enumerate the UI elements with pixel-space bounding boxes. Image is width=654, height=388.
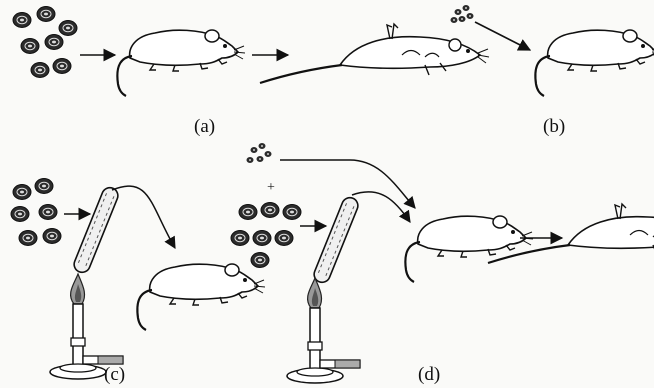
bacteria-cluster-icon — [13, 7, 77, 78]
bunsen-burner-icon — [287, 278, 360, 383]
panel-d — [231, 143, 654, 383]
panel-b — [451, 5, 654, 96]
bacteria-cluster-icon — [247, 143, 272, 163]
mouse-icon — [535, 30, 654, 96]
panel-label-c: (c) — [104, 364, 125, 386]
test-tube-icon — [72, 185, 121, 274]
dead-mouse-icon — [260, 24, 489, 83]
panel-label-a: (a) — [194, 116, 215, 138]
arrow-icon — [112, 186, 175, 248]
panel-label-d: (d) — [418, 364, 440, 386]
mouse-icon — [405, 216, 533, 282]
panel-label-b: (b) — [543, 116, 565, 138]
mouse-icon — [137, 264, 265, 330]
bacteria-cluster-icon — [451, 5, 474, 23]
panel-a — [13, 7, 489, 97]
plus-sign: + — [267, 180, 275, 196]
mouse-icon — [117, 30, 245, 96]
arrow-icon — [475, 22, 530, 50]
bacteria-cluster-icon — [231, 203, 301, 268]
panel-c — [11, 179, 265, 380]
bacteria-cluster-icon — [11, 179, 61, 246]
test-tube-icon — [312, 195, 361, 284]
arrow-icon — [352, 192, 410, 222]
